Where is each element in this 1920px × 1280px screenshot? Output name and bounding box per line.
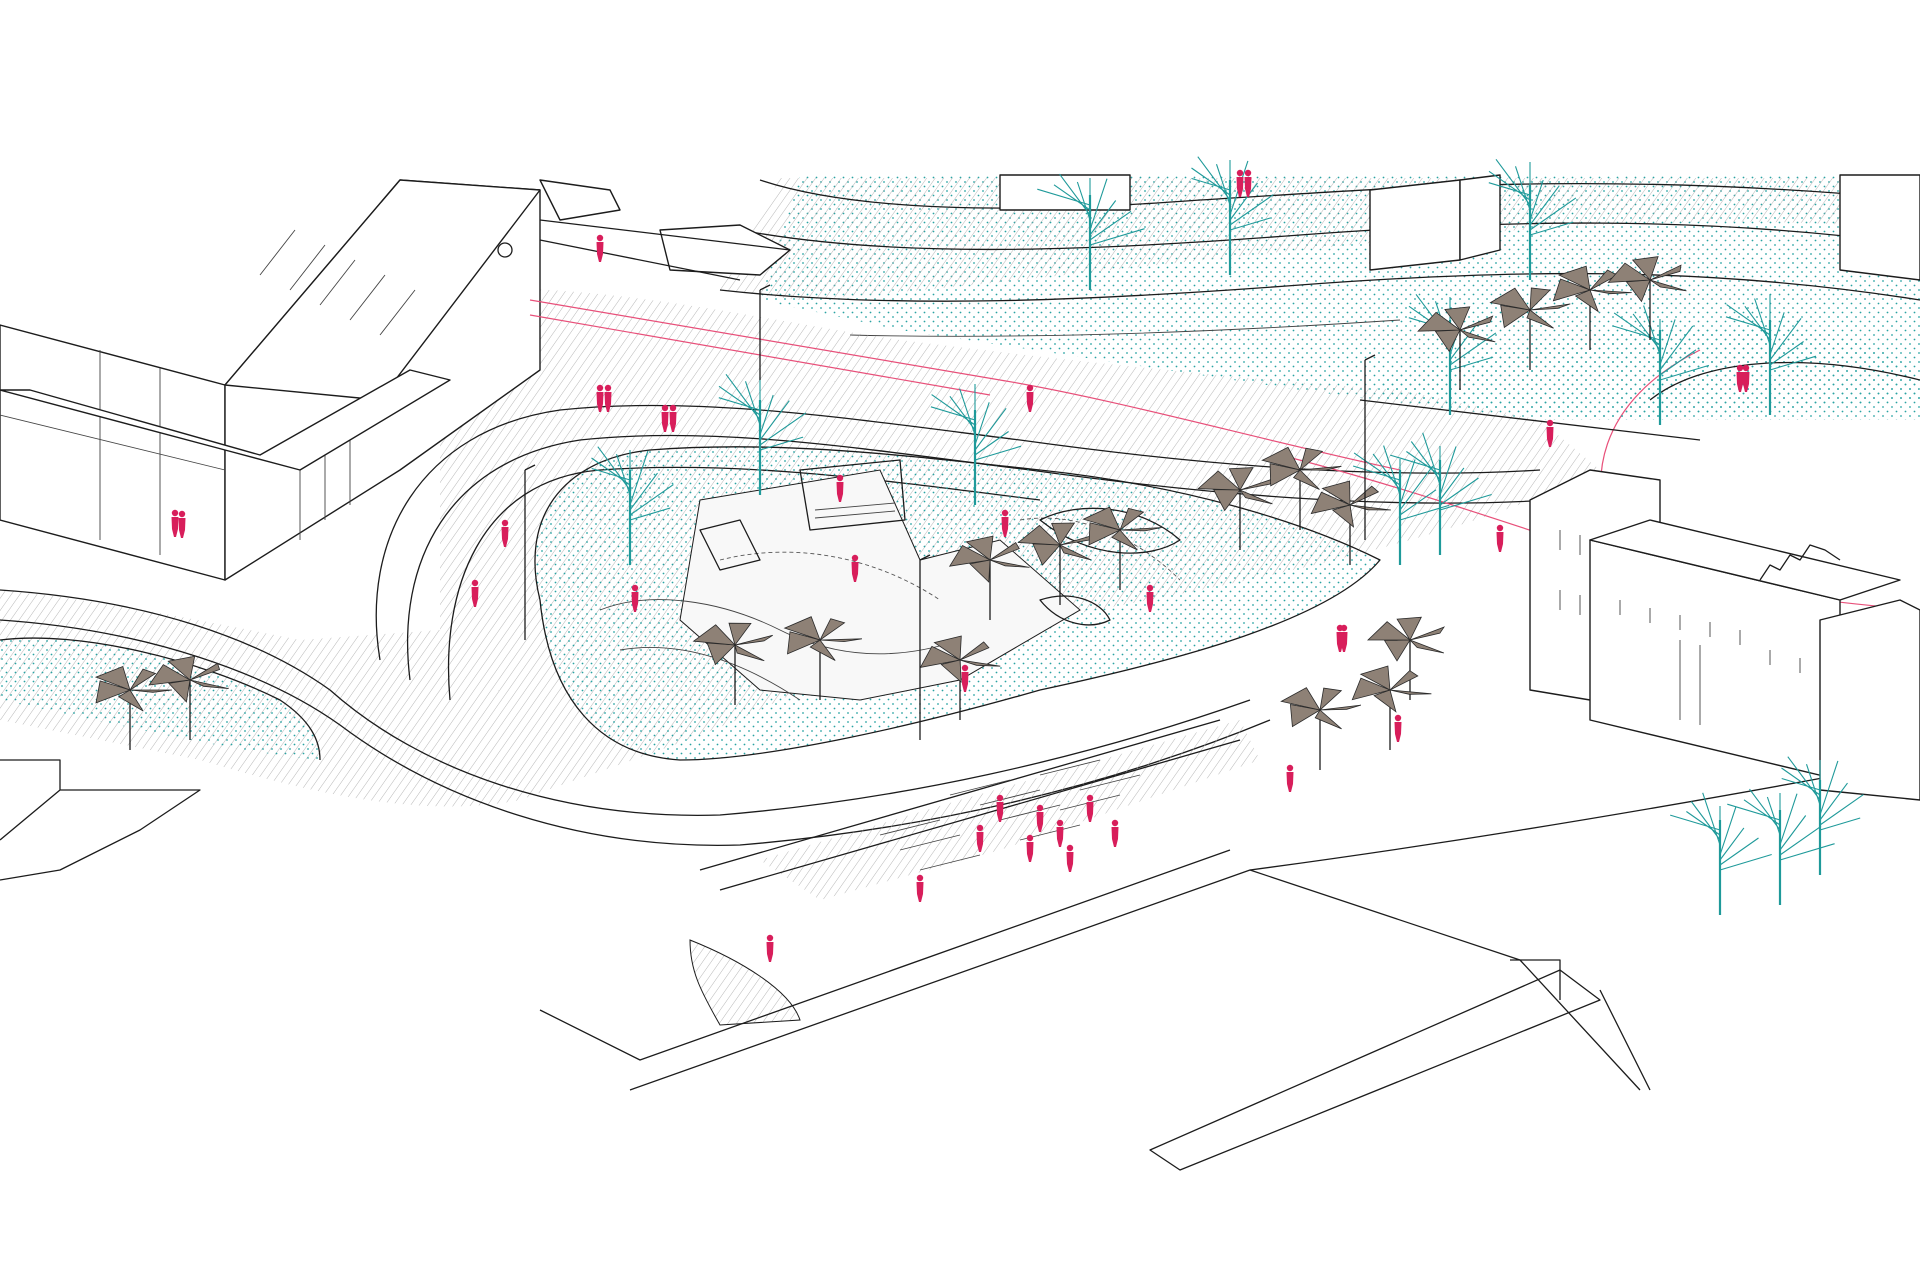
person-figure — [669, 404, 677, 432]
canopy — [1552, 265, 1632, 350]
garden-wedge — [0, 637, 321, 761]
tree — [1191, 156, 1274, 275]
person-figure — [596, 384, 604, 412]
person-figure — [471, 579, 479, 607]
person-figure — [171, 509, 179, 537]
street-lamps — [524, 284, 1376, 740]
person-figure — [661, 404, 669, 432]
person-figure — [996, 794, 1004, 822]
seating-steps — [689, 719, 1260, 1026]
quay-edge — [0, 759, 1920, 1171]
canopy — [1261, 446, 1342, 530]
canopy — [1197, 467, 1276, 550]
tree — [591, 446, 674, 565]
person-figure — [851, 554, 859, 582]
person-figure — [1742, 364, 1750, 392]
historic-hall — [1529, 469, 1920, 801]
person-figure — [1056, 819, 1064, 847]
person-figure — [1236, 169, 1244, 197]
north-house — [999, 174, 1920, 281]
canopy — [1417, 306, 1496, 390]
people-figures — [171, 169, 1750, 962]
person-figure — [836, 474, 844, 502]
person-figure — [976, 824, 984, 852]
canopy — [1351, 665, 1432, 750]
tree — [1670, 792, 1772, 915]
skate-plaza — [534, 446, 1381, 761]
person-figure — [1086, 794, 1094, 822]
canopy — [1280, 687, 1362, 770]
person-figure — [961, 664, 969, 692]
person-figure — [1111, 819, 1119, 847]
canopy — [1489, 287, 1571, 370]
person-figure — [1286, 764, 1294, 792]
person-figure — [1496, 524, 1504, 552]
person-figure — [1736, 364, 1744, 392]
person-figure — [631, 584, 639, 612]
tree — [1612, 305, 1710, 425]
tree — [1727, 788, 1835, 905]
warehouse-block — [0, 179, 541, 581]
tree — [1725, 294, 1817, 415]
canopy — [1310, 480, 1391, 565]
person-figure — [596, 234, 604, 262]
person-figure — [1036, 804, 1044, 832]
canopy — [919, 635, 1001, 720]
canopy — [948, 535, 1030, 620]
person-figure — [916, 874, 924, 902]
tree — [930, 384, 1022, 505]
person-figure — [501, 519, 509, 547]
canopy — [94, 665, 173, 750]
canopy — [692, 622, 773, 705]
tree — [1037, 173, 1145, 290]
person-figure — [766, 934, 774, 962]
person-figure — [1546, 419, 1554, 447]
person-figure — [1394, 714, 1402, 742]
planted-lawn — [1359, 327, 1920, 441]
tree — [1488, 158, 1577, 280]
person-figure — [1001, 509, 1009, 537]
tree — [718, 373, 807, 495]
person-figure — [1026, 834, 1034, 862]
canopy — [783, 616, 862, 700]
canopy — [1367, 616, 1446, 700]
canopy — [148, 655, 229, 740]
shade-canopies — [94, 256, 1687, 770]
person-figure — [178, 510, 186, 538]
person-figure — [1146, 584, 1154, 612]
person-figure — [1244, 169, 1252, 197]
person-figure — [1066, 844, 1074, 872]
tree — [1781, 756, 1864, 875]
tree — [1352, 445, 1450, 565]
canopy — [1607, 256, 1687, 340]
person-figure — [1340, 624, 1348, 652]
tree — [1390, 432, 1492, 555]
person-figure — [604, 384, 612, 412]
canopy — [1082, 506, 1162, 590]
person-figure — [1026, 384, 1034, 412]
